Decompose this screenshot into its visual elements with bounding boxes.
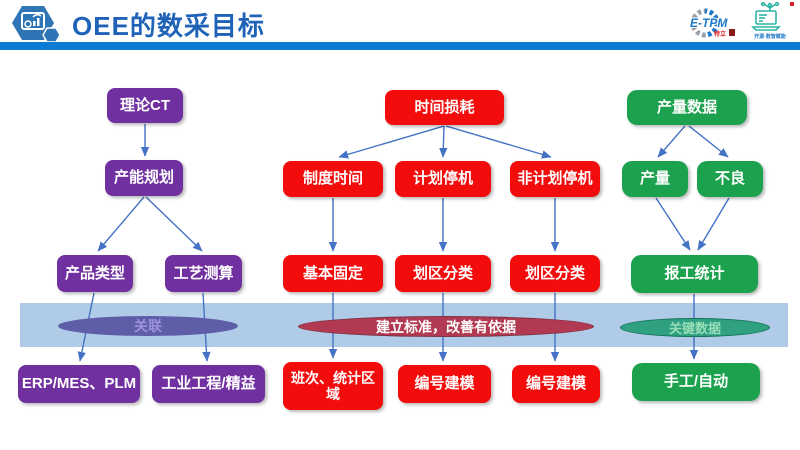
arrow <box>688 125 729 158</box>
etpm-logo-subtext: 特立 <box>714 32 727 38</box>
gear-icon <box>690 8 720 38</box>
node-scheduled-time: 制度时间 <box>283 161 383 197</box>
node-theory-ct: 理论CT <box>107 88 183 123</box>
node-label: 理论CT <box>120 96 170 114</box>
node-planned-downtime: 计划停机 <box>395 161 491 197</box>
node-erp-mes-plm: ERP/MES、PLM <box>18 365 140 403</box>
node-label: 产品类型 <box>64 264 125 282</box>
arrow <box>657 125 686 158</box>
node-defects: 不良 <box>697 161 763 197</box>
node-label: 基本固定 <box>302 264 363 282</box>
node-industrial-engineering: 工业工程/精益 <box>152 365 265 403</box>
node-label: 工艺测算 <box>173 264 234 282</box>
arrow <box>697 197 730 251</box>
node-label: 划区分类 <box>412 264 473 282</box>
node-label: 工业工程/精益 <box>161 375 256 393</box>
node-label: 划区分类 <box>524 264 585 282</box>
arrow <box>338 125 445 159</box>
node-basically-fixed: 基本固定 <box>283 255 383 292</box>
node-manual-automatic: 手工/自动 <box>632 363 760 401</box>
logo-accent-dot <box>790 2 794 6</box>
dashboard-hexagon-icon <box>10 4 61 51</box>
digital-laptop-logo: 开源·数智赋能 <box>744 1 796 42</box>
etpm-logo: E-TPM 特立 <box>686 6 738 42</box>
node-label: 产量 <box>639 170 670 188</box>
arrow <box>145 196 203 252</box>
node-zone-classification-1: 划区分类 <box>395 255 491 292</box>
node-shift-statistic-area: 班次、统计区域 <box>283 362 383 410</box>
node-label: 不良 <box>714 170 745 188</box>
node-product-type: 产品类型 <box>57 255 133 292</box>
node-unplanned-downtime: 非计划停机 <box>510 161 600 197</box>
node-output-data: 产量数据 <box>627 90 747 125</box>
header: OEE的数采目标 E-TPM 特立 <box>0 0 800 43</box>
node-label: 计划停机 <box>412 170 473 188</box>
header-accent-bar <box>0 42 800 50</box>
node-label: 时间损耗 <box>414 98 475 116</box>
node-output: 产量 <box>622 161 688 197</box>
node-process-calculation: 工艺测算 <box>165 255 242 292</box>
node-label: ERP/MES、PLM <box>21 375 137 393</box>
arrow <box>445 125 552 159</box>
node-work-report-statistics: 报工统计 <box>631 255 758 293</box>
laptop-circuit-icon <box>751 1 781 31</box>
node-time-loss: 时间损耗 <box>385 90 504 125</box>
etpm-logo-text: E-TPM <box>689 15 728 31</box>
node-zone-classification-2: 划区分类 <box>510 255 600 292</box>
digital-logo-text: 开源·数智赋能 <box>754 34 786 40</box>
node-label: 编号建模 <box>525 375 586 393</box>
node-label: 编号建模 <box>414 375 475 393</box>
ellipse-label: 建立标准，改善有依据 <box>376 318 516 335</box>
node-number-modeling-1: 编号建模 <box>398 365 491 403</box>
node-label: 制度时间 <box>302 170 363 188</box>
page-title: OEE的数采目标 <box>72 11 265 41</box>
ellipse-key-data: 关键数据 <box>620 318 770 337</box>
diagram-area: 理论CT 产能规划 产品类型 工艺测算 ERP/MES、PLM 工业工程/精益 … <box>0 50 800 450</box>
node-label: 班次、统计区域 <box>291 369 375 402</box>
ellipse-label: 关键数据 <box>668 321 721 336</box>
node-label: 非计划停机 <box>517 170 593 188</box>
ellipse-standards: 建立标准，改善有依据 <box>298 316 594 337</box>
node-capacity-planning: 产能规划 <box>105 160 183 196</box>
node-label: 报工统计 <box>664 265 725 283</box>
node-number-modeling-2: 编号建模 <box>512 365 600 403</box>
node-label: 产能规划 <box>113 169 174 187</box>
node-label: 手工/自动 <box>663 373 729 391</box>
arrow <box>439 125 448 158</box>
arrow <box>655 197 691 251</box>
etpm-logo-seal <box>729 29 735 36</box>
arrow <box>97 196 145 252</box>
node-label: 产量数据 <box>656 98 717 116</box>
ellipse-label: 关联 <box>134 318 162 334</box>
ellipse-association: 关联 <box>58 316 238 336</box>
